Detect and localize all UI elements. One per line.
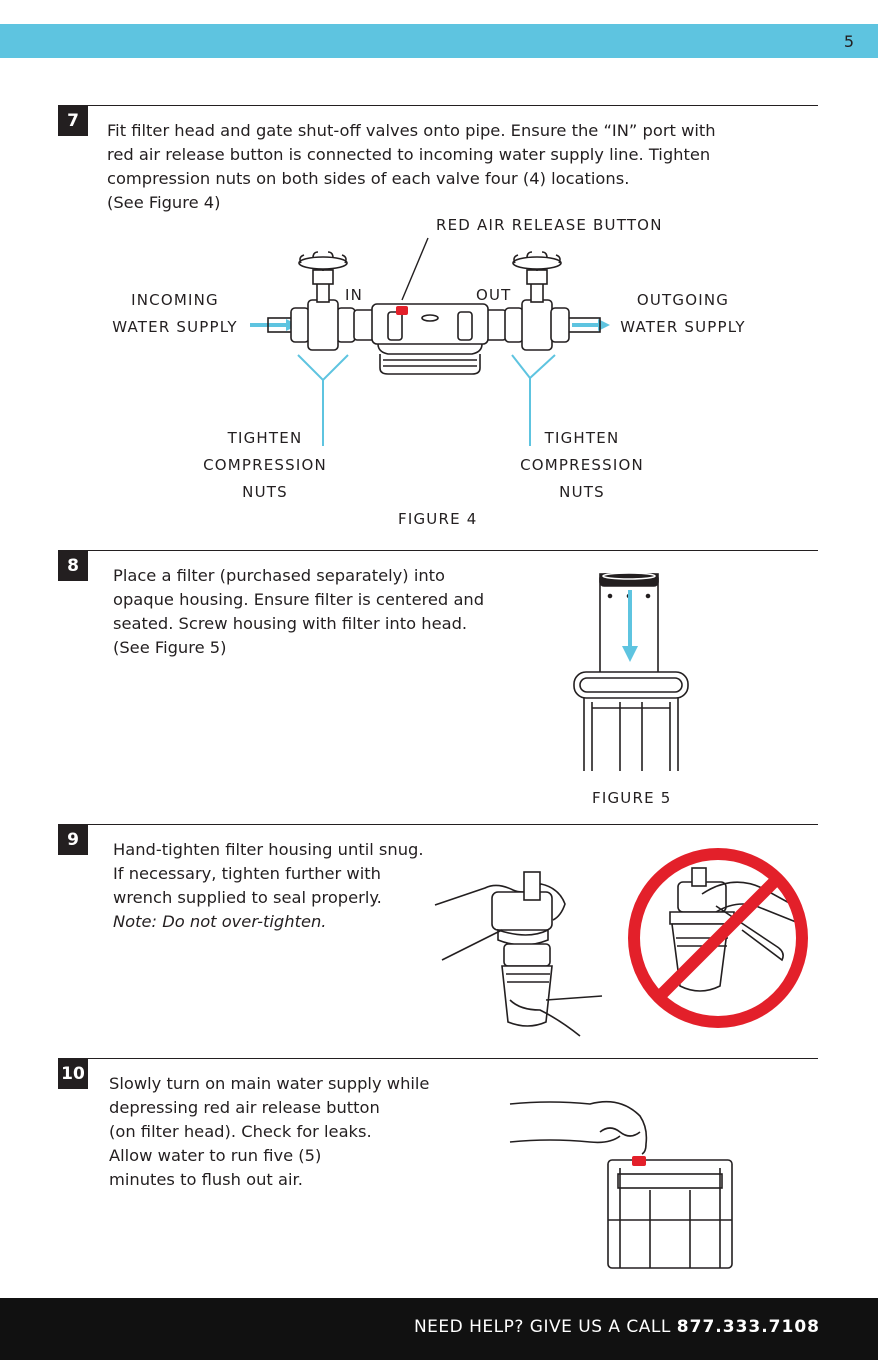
red-air-release-button-icon bbox=[396, 306, 408, 315]
footer-help-text: NEED HELP? GIVE US A CALL bbox=[413, 1317, 677, 1337]
step-10-text: Slowly turn on main water supply while d… bbox=[109, 1074, 430, 1189]
step-9-number: 9 bbox=[58, 825, 88, 855]
label-out-port: OUT bbox=[476, 286, 512, 304]
step-7-number: 7 bbox=[58, 106, 88, 136]
label-tighten-right-3: NUTS bbox=[559, 483, 605, 501]
step-9-divider bbox=[58, 824, 818, 825]
label-tighten-left-1: TIGHTEN bbox=[227, 429, 303, 447]
footer-phone-number[interactable]: 877.333.7108 bbox=[676, 1317, 820, 1337]
label-tighten-right-2: COMPRESSION bbox=[520, 456, 644, 474]
step-7-divider bbox=[58, 105, 818, 106]
no-wrench-prohibited-icon bbox=[628, 848, 808, 1028]
press-air-release-illustration bbox=[509, 1100, 733, 1269]
label-red-air-release: RED AIR RELEASE BUTTON bbox=[436, 216, 663, 234]
label-incoming-2: WATER SUPPLY bbox=[112, 318, 238, 336]
figure-4-caption: FIGURE 4 bbox=[398, 510, 478, 528]
label-tighten-left-2: COMPRESSION bbox=[203, 456, 327, 474]
label-outgoing-1: OUTGOING bbox=[636, 291, 730, 309]
header-bar bbox=[0, 24, 878, 58]
footer-help: NEED HELP? GIVE US A CALL 877.333.7108 bbox=[414, 1317, 820, 1337]
footer-bar bbox=[0, 1298, 878, 1360]
hand-tightening-illustration bbox=[434, 871, 603, 1037]
step-10-number: 10 bbox=[58, 1059, 88, 1089]
figure-5-illustration bbox=[573, 572, 689, 771]
label-incoming-1: INCOMING bbox=[131, 291, 219, 309]
label-tighten-right-1: TIGHTEN bbox=[544, 429, 620, 447]
step-8-divider bbox=[58, 550, 818, 551]
step-8-text: Place a filter (purchased separately) in… bbox=[113, 566, 485, 657]
step-9-note: Note: Do not over-tighten. bbox=[113, 912, 327, 931]
label-tighten-left-3: NUTS bbox=[242, 483, 288, 501]
step-10-divider bbox=[58, 1058, 818, 1059]
label-outgoing-2: WATER SUPPLY bbox=[620, 318, 746, 336]
figure-4-illustration bbox=[250, 237, 610, 446]
step-9-text: Hand-tighten filter housing until snug. … bbox=[113, 840, 424, 907]
page-number: 5 bbox=[843, 32, 854, 51]
step-7-text: Fit filter head and gate shut-off valves… bbox=[107, 121, 716, 212]
label-in-port: IN bbox=[345, 286, 364, 304]
figure-5-caption: FIGURE 5 bbox=[592, 789, 672, 807]
step-8-number: 8 bbox=[58, 551, 88, 581]
